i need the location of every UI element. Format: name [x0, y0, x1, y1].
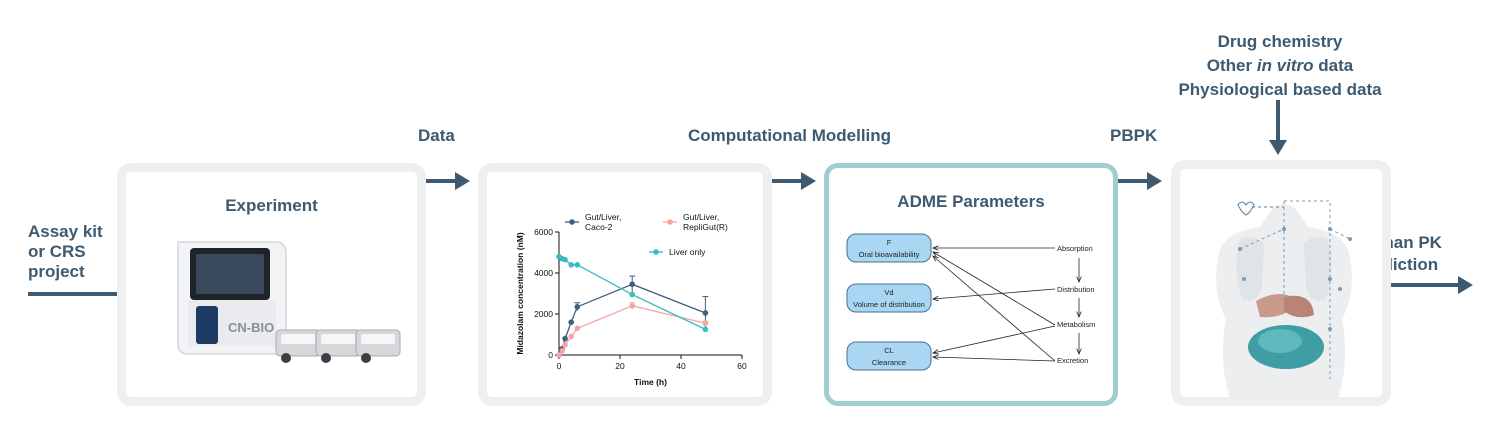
arrow-data-head — [455, 172, 470, 190]
input-line3: project — [28, 262, 85, 281]
process-distribution: Distribution — [1057, 285, 1095, 294]
data-point — [556, 352, 562, 358]
top-input-drug-chemistry: Drug chemistry — [1217, 32, 1343, 51]
param-box-vd — [846, 283, 932, 313]
data-point — [702, 326, 709, 333]
data-point — [629, 303, 635, 309]
arrow-top-inputs-head — [1269, 140, 1287, 155]
link-distribution-vd — [933, 288, 1056, 299]
data-point — [574, 304, 581, 310]
experiment-title: Experiment — [225, 196, 318, 215]
data-point — [559, 348, 565, 354]
x-axis-label: Time (h) — [634, 377, 667, 387]
param-vd-name: Volume of distribution — [853, 300, 925, 309]
adme-panel: ADME Parameters F Oral bioavailability V… — [824, 163, 1118, 406]
data-label: Data — [418, 126, 455, 145]
param-box-f — [846, 233, 932, 263]
top-inputs: Drug chemistry Other in vitro data Physi… — [1140, 30, 1420, 102]
data-point — [562, 335, 568, 342]
legend-label-0: Gut/Liver, — [585, 212, 621, 222]
y-tick-label: 2000 — [534, 309, 553, 319]
adme-diagram: F Oral bioavailability Vd Volume of dist… — [846, 233, 1095, 371]
x-tick-label: 0 — [557, 361, 562, 371]
device-brand: CN-BIO — [228, 320, 274, 335]
data-point — [574, 262, 581, 268]
data-point — [629, 281, 635, 288]
data-point — [629, 291, 635, 298]
process-absorption: Absorption — [1057, 244, 1093, 253]
y-tick-label: 0 — [548, 350, 553, 360]
data-point — [568, 319, 574, 325]
arrow-modelling-head — [801, 172, 816, 190]
plate-holder-1 — [275, 329, 321, 363]
pbpk-label: PBPK — [1110, 126, 1158, 145]
plate-holder-2 — [315, 329, 361, 363]
data-point — [562, 341, 568, 348]
input-line1: Assay kit — [28, 222, 103, 241]
legend-label-1: Gut/Liver, — [683, 212, 719, 222]
legend-label-1: RepliGut(R) — [683, 222, 728, 232]
data-point — [574, 325, 581, 332]
data-point — [702, 320, 709, 327]
modelling-label: Computational Modelling — [688, 126, 892, 145]
experiment-panel: Experiment CN-BIO — [117, 163, 426, 406]
y-tick-label: 6000 — [534, 227, 553, 237]
x-tick-label: 60 — [737, 361, 747, 371]
process-excretion: Excretion — [1057, 356, 1088, 365]
input-line2: or CRS — [28, 242, 86, 261]
adme-title: ADME Parameters — [897, 192, 1045, 211]
input-label: Assay kit or CRS project — [28, 222, 103, 282]
param-vd-symbol: Vd — [884, 288, 893, 297]
param-box-cl — [846, 341, 932, 371]
param-f-symbol: F — [887, 238, 892, 247]
legend-marker-1 — [667, 219, 673, 225]
param-f-name: Oral bioavailability — [859, 250, 920, 259]
legend-marker-0 — [569, 219, 575, 225]
top-input-physiological: Physiological based data — [1178, 80, 1382, 99]
param-cl-symbol: CL — [884, 346, 894, 355]
y-axis-label: Midazolam concentration (nM) — [515, 232, 525, 354]
legend-marker-2 — [653, 249, 659, 255]
y-tick-label: 4000 — [534, 268, 553, 278]
arrow-pbpk-head — [1147, 172, 1162, 190]
series-line-1 — [558, 305, 706, 356]
plate-holder-3 — [355, 329, 401, 363]
arrow-output-head — [1458, 276, 1473, 294]
param-cl-name: Clearance — [872, 358, 906, 367]
data-point — [562, 256, 568, 263]
top-input-in-vitro: Other in vitro data — [1206, 56, 1354, 75]
link-metabolism-cl — [933, 325, 1056, 353]
process-metabolism: Metabolism — [1057, 320, 1095, 329]
device-illustration: CN-BIO — [177, 241, 401, 363]
legend-label-0: Caco-2 — [585, 222, 613, 232]
data-point — [568, 262, 574, 268]
x-tick-label: 40 — [676, 361, 686, 371]
body-illustration — [1216, 200, 1352, 399]
link-excretion-cl — [933, 357, 1056, 362]
data-point — [568, 333, 574, 340]
data-point — [702, 310, 709, 316]
link-metabolism-f — [933, 252, 1056, 326]
x-tick-label: 20 — [615, 361, 625, 371]
legend-label-2: Liver only — [669, 247, 706, 257]
link-excretion-f — [933, 256, 1056, 362]
pbpk-panel — [1171, 160, 1391, 406]
